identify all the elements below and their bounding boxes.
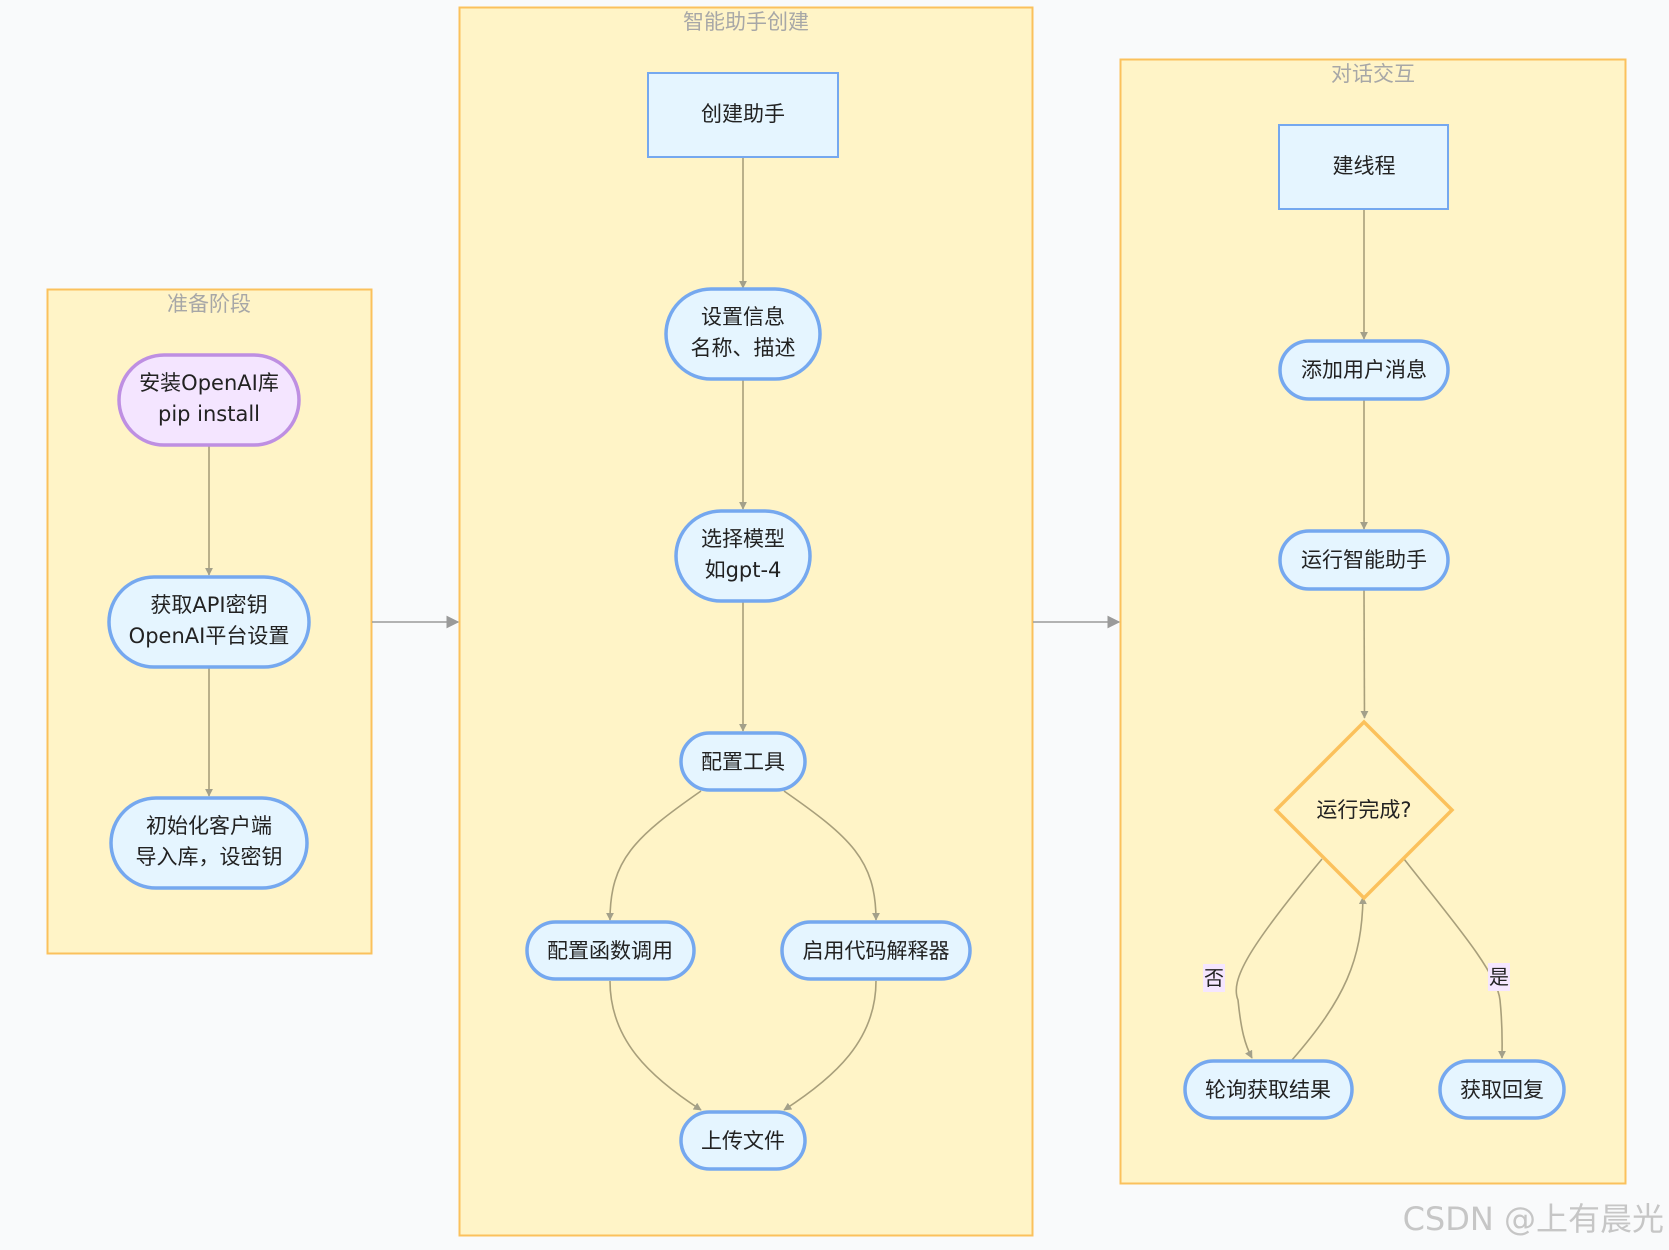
- watermark: CSDN @上有晨光: [1403, 1200, 1664, 1238]
- node-run-done-label: 运行完成?: [1316, 798, 1411, 822]
- node-choose-model-line1: 选择模型: [701, 527, 785, 551]
- edge-tools-func: [606, 790, 702, 921]
- cluster-create-title: 智能助手创建: [683, 10, 809, 34]
- edge-poll-done: [1291, 896, 1367, 1061]
- node-get-reply-label: 获取回复: [1460, 1078, 1544, 1102]
- edge-label-no-bg: [1203, 964, 1225, 992]
- node-apikey-line1: 获取API密钥: [150, 593, 267, 617]
- node-code-interp-label: 启用代码解释器: [803, 939, 950, 963]
- edge-code-upload: [783, 980, 877, 1111]
- node-choose-model: 选择模型 如gpt-4: [674, 509, 812, 603]
- node-install-line2: pip install: [158, 402, 260, 426]
- cluster-create-box: [458, 6, 1034, 1237]
- node-add-msg-label: 添加用户消息: [1301, 358, 1427, 382]
- edge-label-no: 否: [1203, 964, 1225, 992]
- edge-func-upload: [609, 980, 702, 1111]
- node-upload-label: 上传文件: [701, 1129, 785, 1153]
- node-run-assistant: 运行智能助手: [1278, 529, 1450, 591]
- node-install-line1: 安装OpenAI库: [139, 371, 279, 395]
- node-install: 安装OpenAI库 pip install: [117, 353, 301, 447]
- node-config-tools-shape: [679, 731, 807, 792]
- node-set-info-line2: 名称、描述: [691, 336, 796, 360]
- node-apikey-line2: OpenAI平台设置: [129, 624, 290, 648]
- node-choose-model-line2: 如gpt-4: [705, 558, 782, 582]
- node-config-func-shape: [525, 920, 696, 981]
- node-create-assistant-shape: [647, 72, 839, 158]
- cluster-dialog: 对话交互: [1119, 58, 1627, 1185]
- node-get-reply: 获取回复: [1438, 1059, 1566, 1120]
- node-poll-shape: [1183, 1059, 1354, 1120]
- node-set-info: 设置信息 名称、描述: [664, 287, 822, 381]
- node-config-tools-label: 配置工具: [701, 750, 785, 774]
- node-thread-shape: [1278, 124, 1449, 210]
- cluster-dialog-title: 对话交互: [1331, 62, 1415, 86]
- node-apikey-shape: [107, 575, 311, 669]
- node-apikey: 获取API密钥 OpenAI平台设置: [107, 575, 311, 669]
- node-run-done-shape: [1273, 719, 1455, 901]
- edge-label-yes: 是: [1488, 963, 1510, 991]
- edge-tools-code: [783, 790, 880, 921]
- node-add-msg: 添加用户消息: [1278, 339, 1450, 401]
- node-code-interp: 启用代码解释器: [780, 920, 972, 981]
- node-config-func-label: 配置函数调用: [547, 939, 673, 963]
- edge-label-yes-text: 是: [1489, 965, 1509, 989]
- node-set-info-shape: [664, 287, 822, 381]
- node-choose-model-shape: [674, 509, 812, 603]
- cluster-create: 智能助手创建: [458, 6, 1034, 1237]
- node-get-reply-shape: [1438, 1059, 1566, 1120]
- edge-label-no-text: 否: [1204, 966, 1224, 990]
- node-add-msg-shape: [1278, 339, 1450, 401]
- cluster-prep-title: 准备阶段: [167, 292, 251, 316]
- node-init-shape: [109, 796, 309, 890]
- node-config-func: 配置函数调用: [525, 920, 696, 981]
- node-set-info-line1: 设置信息: [701, 305, 785, 329]
- node-upload: 上传文件: [679, 1110, 807, 1171]
- node-code-interp-shape: [780, 920, 972, 981]
- node-install-shape: [117, 353, 301, 447]
- edge-label-yes-bg: [1488, 963, 1510, 991]
- cluster-dialog-box: [1119, 58, 1627, 1185]
- node-poll: 轮询获取结果: [1183, 1059, 1354, 1120]
- node-init-line2: 导入库，设密钥: [136, 845, 283, 869]
- edge-done-poll: [1235, 858, 1323, 1059]
- node-upload-shape: [679, 1110, 807, 1171]
- node-run-done: 运行完成?: [1273, 719, 1455, 901]
- node-run-assistant-label: 运行智能助手: [1301, 548, 1427, 572]
- node-thread-label: 建线程: [1333, 154, 1396, 178]
- node-thread: 建线程: [1278, 124, 1449, 210]
- edge-run-done: [1360, 589, 1369, 719]
- node-init: 初始化客户端 导入库，设密钥: [109, 796, 309, 890]
- node-create-assistant: 创建助手: [647, 72, 839, 158]
- node-create-assistant-label: 创建助手: [701, 102, 785, 126]
- node-poll-label: 轮询获取结果: [1205, 1078, 1331, 1102]
- node-run-assistant-shape: [1278, 529, 1450, 591]
- node-init-line1: 初始化客户端: [146, 814, 272, 838]
- node-config-tools: 配置工具: [679, 731, 807, 792]
